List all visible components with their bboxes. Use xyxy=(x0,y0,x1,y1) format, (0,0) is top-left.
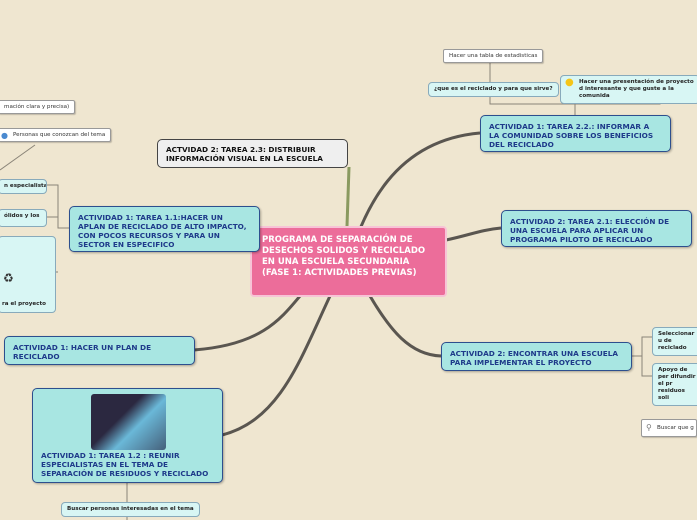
search-icon: ⚲ xyxy=(646,423,652,432)
subnode-seleccionar[interactable]: Seleccionar u de reciclado xyxy=(652,327,697,356)
subnode-buscar-personas[interactable]: Buscar personas interesadas en el tema xyxy=(61,502,200,517)
recycle-icon: ♻ xyxy=(3,271,14,285)
subnode-solidos[interactable]: ólidos y los xyxy=(0,209,47,227)
subnode-tabla[interactable]: Hacer una tabla de estadisticas xyxy=(443,49,544,63)
node-actividad-2-tarea-2-3[interactable]: ACTVIDAD 2: TAREA 2.3: DISTRIBUIR INFORM… xyxy=(157,139,348,168)
node-actividad-2-tarea-2-1[interactable]: ACTIVIDAD 2: TAREA 2.1: ELECCIÓN DE UNA … xyxy=(501,210,692,247)
node-actividad-1-tarea-1-1[interactable]: ACTIVIDAD 1: TAREA 1.1:HACER UN APLAN DE… xyxy=(69,206,260,252)
search-placeholder: Buscar que g xyxy=(657,425,694,431)
person-icon: ● xyxy=(1,131,8,140)
search-box[interactable]: ⚲ Buscar que g xyxy=(641,419,697,437)
subnode-que-es[interactable]: ¿que es el reciclado y para que sirve? xyxy=(428,82,559,97)
lightbulb-icon: ● xyxy=(565,77,574,88)
node-label: ACTIVIDAD 1: TAREA 1.2 : REUNIR ESPECIAL… xyxy=(41,451,209,478)
subnode-label: Hacer una presentación de proyecto d int… xyxy=(579,79,694,99)
subnode-apoyo[interactable]: Apoyo de per difundir el pr residuos sol… xyxy=(652,363,697,406)
subnode-proyecto[interactable]: ♻ ra el proyecto xyxy=(0,236,56,313)
subnode-label: Personas que conozcan del tema xyxy=(13,132,106,138)
node-actividad-1-tarea-2-2[interactable]: ACTIVIDAD 1: TAREA 2.2.: INFORMAR A LA C… xyxy=(480,115,671,152)
subnode-especialistas[interactable]: n especialistas xyxy=(0,179,47,194)
subnode-personas[interactable]: ● Personas que conozcan del tema xyxy=(0,128,112,142)
central-topic[interactable]: PROGRAMA DE SEPARACIÓN DE DESECHOS SOLID… xyxy=(250,226,447,297)
node-actividad-1-tarea-1-2[interactable]: ACTIVIDAD 1: TAREA 1.2 : REUNIR ESPECIAL… xyxy=(32,388,223,483)
subnode-presentacion[interactable]: ● Hacer una presentación de proyecto d i… xyxy=(560,75,697,104)
node-actividad-1[interactable]: ACTIVIDAD 1: HACER UN PLAN DE RECICLADO xyxy=(4,336,195,365)
node-actividad-2[interactable]: ACTIVIDAD 2: ENCONTRAR UNA ESCUELA PARA … xyxy=(441,342,632,371)
subnode-label: ra el proyecto xyxy=(2,301,47,307)
cartoon-image xyxy=(91,394,166,450)
subnode-informacion[interactable]: mación clara y precisa) xyxy=(0,100,76,114)
